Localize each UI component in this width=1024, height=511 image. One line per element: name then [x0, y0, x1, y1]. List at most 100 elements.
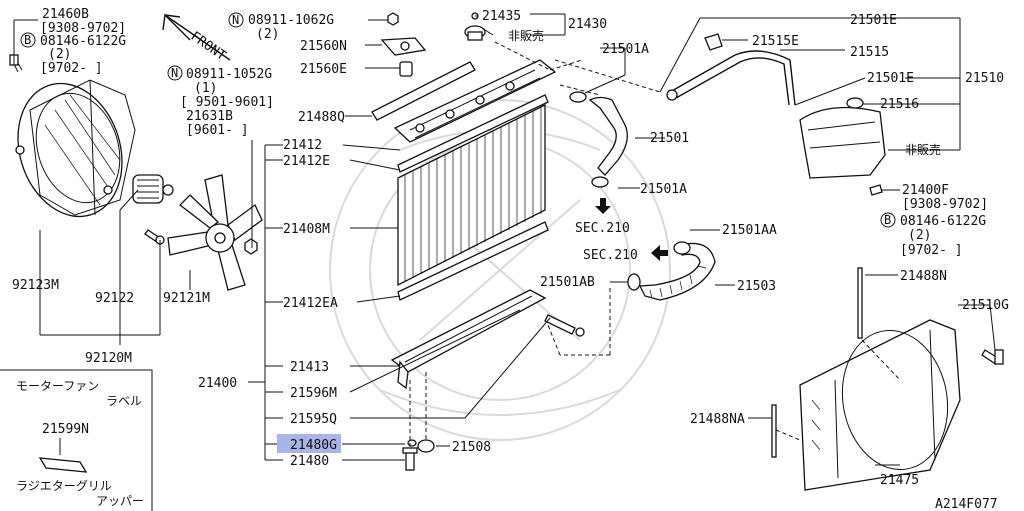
upper-hose-21501[interactable] [569, 91, 628, 188]
callout-08911-1062G[interactable]: 08911-1062G [248, 13, 334, 28]
callout-21400F-date2: [9702- ] [900, 243, 963, 258]
mount-bracket-21560N[interactable] [380, 37, 427, 56]
callout-21460B-qty: (2) [48, 47, 71, 62]
fan-shroud-motor-assembly[interactable] [1, 54, 138, 230]
radiator-seal-top[interactable] [371, 61, 476, 121]
radiator-shroud-21475[interactable] [799, 319, 961, 491]
callout-21503[interactable]: 21503 [737, 279, 776, 294]
shroud-seal-21488N[interactable] [857, 267, 863, 339]
radiator-cap[interactable] [464, 25, 486, 41]
callout-08911-1052G-code: N [171, 66, 178, 80]
sec210-arrow-down [595, 198, 611, 214]
callout-21510[interactable]: 21510 [965, 71, 1004, 86]
callout-21501A-top[interactable]: 21501A [602, 42, 649, 57]
callout-not-sold-2: 非販売 [905, 142, 941, 157]
callout-08911-1052G-date: [ 9501-9601] [180, 95, 274, 110]
fan-blade[interactable] [167, 174, 263, 291]
callout-92122[interactable]: 92122 [95, 291, 134, 306]
callout-21501AB[interactable]: 21501AB [540, 275, 595, 290]
fan-bolt[interactable] [144, 229, 165, 245]
callout-21460B-date: [9308-9702] [40, 21, 126, 36]
callout-92123M[interactable]: 92123M [12, 278, 59, 293]
callout-08146-6122G-a[interactable]: 08146-6122G [40, 34, 126, 49]
lower-bolt-21480[interactable] [402, 447, 418, 471]
reservoir-tank-21510[interactable] [799, 97, 886, 196]
callout-21516[interactable]: 21516 [880, 97, 919, 112]
shroud-bolt-21510G[interactable] [981, 349, 1004, 365]
callout-21413[interactable]: 21413 [290, 360, 329, 375]
callout-21488N[interactable]: 21488N [900, 269, 947, 284]
drain-cock[interactable] [544, 314, 585, 337]
bolt-code-circle [20, 32, 36, 48]
callout-21515E[interactable]: 21515E [752, 34, 799, 49]
callout-21480[interactable]: 21480 [290, 454, 329, 469]
callout-21508[interactable]: 21508 [452, 440, 491, 455]
leader-lines [13, 13, 996, 466]
callout-08911-1052G[interactable]: 08911-1052G [186, 67, 272, 82]
shroud-seal-21488NA[interactable] [771, 404, 777, 458]
callout-21435[interactable]: 21435 [482, 9, 521, 24]
callout-21631B[interactable]: 21631B [186, 109, 233, 124]
legend-grille-label-l1: ラジエターグリル [16, 479, 112, 493]
callout-08911-1062G-code: N [232, 13, 239, 27]
callouts: 21460B [9308-9702] B 08146-6122G (2) [97… [12, 7, 1009, 511]
callout-21400F[interactable]: 21400F [902, 183, 949, 198]
sec210-ref-1[interactable]: SEC.210 [575, 221, 630, 236]
bolt-code-circle-2 [880, 212, 896, 228]
radiator-core[interactable] [397, 103, 546, 287]
fan-motor[interactable] [132, 174, 174, 204]
callout-08146-6122G-b[interactable]: 08146-6122G [900, 214, 986, 229]
reservoir-hose-21515[interactable] [666, 33, 796, 106]
legend-grille-label-l2: アッパー [96, 494, 144, 508]
legend-motor-fan-label-l1: モーターファン [16, 379, 99, 393]
callout-92120M[interactable]: 92120M [85, 351, 132, 366]
lower-mount-21508[interactable] [407, 439, 435, 453]
callout-21488NA[interactable]: 21488NA [690, 412, 745, 427]
callout-21480G[interactable]: 21480G [290, 438, 337, 453]
callout-21510G[interactable]: 21510G [962, 298, 1009, 313]
callout-21460B[interactable]: 21460B [42, 7, 89, 22]
radiator-seal-lower[interactable] [397, 221, 549, 301]
callout-21631B-date: [9601- ] [186, 123, 249, 138]
callout-21501AA[interactable]: 21501AA [722, 223, 777, 238]
callout-21595Q[interactable]: 21595Q [290, 412, 337, 427]
callout-08911-1052G-qty: (1) [194, 81, 217, 96]
callout-21408M[interactable]: 21408M [283, 222, 330, 237]
lower-hose-21503[interactable] [627, 241, 716, 301]
callout-21501A-mid[interactable]: 21501A [640, 182, 687, 197]
highlight-21480G [277, 434, 341, 453]
callout-21475[interactable]: 21475 [880, 473, 919, 488]
nut-code-circle [228, 12, 244, 28]
front-direction-arrow [162, 13, 231, 61]
callout-21560E[interactable]: 21560E [300, 62, 347, 77]
sec210-arrow-left [651, 245, 668, 261]
callout-21501E-mid[interactable]: 21501E [867, 71, 914, 86]
nut-08911-1062G[interactable] [387, 12, 399, 26]
callout-92121M[interactable]: 92121M [163, 291, 210, 306]
callout-21501[interactable]: 21501 [650, 131, 689, 146]
diagram-id: A214F077 [935, 497, 998, 511]
label-legend-box: モーターファン ラベル 21599N ラジエターグリル アッパー [0, 369, 153, 511]
callout-21560N[interactable]: 21560N [300, 39, 347, 54]
mount-rubber-21560E[interactable] [399, 61, 413, 77]
callout-21596M[interactable]: 21596M [290, 386, 337, 401]
radiator-upper-tank[interactable] [393, 59, 557, 143]
callout-not-sold-1: 非販売 [508, 28, 544, 43]
callout-21412E[interactable]: 21412E [283, 154, 330, 169]
callout-21501E-top[interactable]: 21501E [850, 13, 897, 28]
callout-21460B-date2: [9702- ] [40, 61, 103, 76]
callout-21460B-bolt-code: B [24, 33, 31, 47]
callout-21400[interactable]: 21400 [198, 376, 237, 391]
callout-21515[interactable]: 21515 [850, 45, 889, 60]
callout-21412[interactable]: 21412 [283, 138, 322, 153]
callout-21430[interactable]: 21430 [568, 17, 607, 32]
nut-code-circle-2 [167, 65, 183, 81]
sec210-ref-2[interactable]: SEC.210 [583, 248, 638, 263]
radiator-lower-tank[interactable] [390, 289, 547, 390]
legend-part-21599N[interactable]: 21599N [42, 422, 89, 437]
callout-21412EA[interactable]: 21412EA [283, 296, 338, 311]
fan-nut[interactable] [244, 238, 258, 255]
callout-21400F-qty: (2) [908, 228, 931, 243]
callout-21488Q[interactable]: 21488Q [298, 110, 345, 125]
